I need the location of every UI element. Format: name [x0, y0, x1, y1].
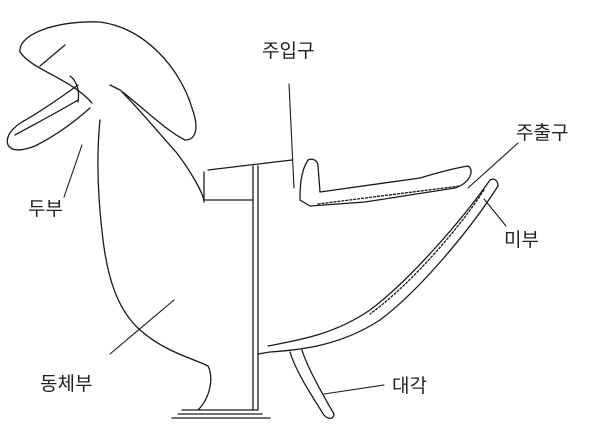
pedestal-leg	[289, 349, 335, 419]
leader-head	[63, 144, 83, 198]
tail-outer	[257, 185, 499, 355]
leader-spout-out	[467, 142, 519, 189]
duck-neck-back	[121, 91, 205, 203]
label-spout-in: 주입구	[262, 40, 315, 62]
leader-tail	[483, 198, 507, 227]
spout-cup	[299, 158, 472, 207]
leader-body	[109, 299, 175, 355]
duck-foot	[197, 365, 212, 411]
crest-stroke	[39, 44, 66, 67]
duck-back	[203, 171, 254, 201]
label-spout-out: 주출구	[516, 122, 569, 144]
tail-inner	[267, 179, 491, 347]
tail-dotted	[369, 189, 485, 315]
label-pedestal: 대각	[392, 375, 427, 397]
beak-mouth-line	[14, 99, 79, 136]
tail-tip	[489, 178, 499, 187]
duck-beak	[6, 84, 91, 151]
duck-back-top	[207, 159, 293, 171]
label-body: 동체부	[40, 373, 93, 395]
duck-neck-front	[97, 119, 209, 367]
leader-pedestal	[323, 384, 385, 395]
duck-crest	[19, 21, 197, 141]
leader-spout-in	[288, 83, 295, 189]
label-tail: 미부	[504, 229, 539, 251]
beak-nostril	[69, 75, 80, 103]
spout-dotted	[317, 185, 461, 205]
label-head: 두부	[28, 198, 63, 220]
